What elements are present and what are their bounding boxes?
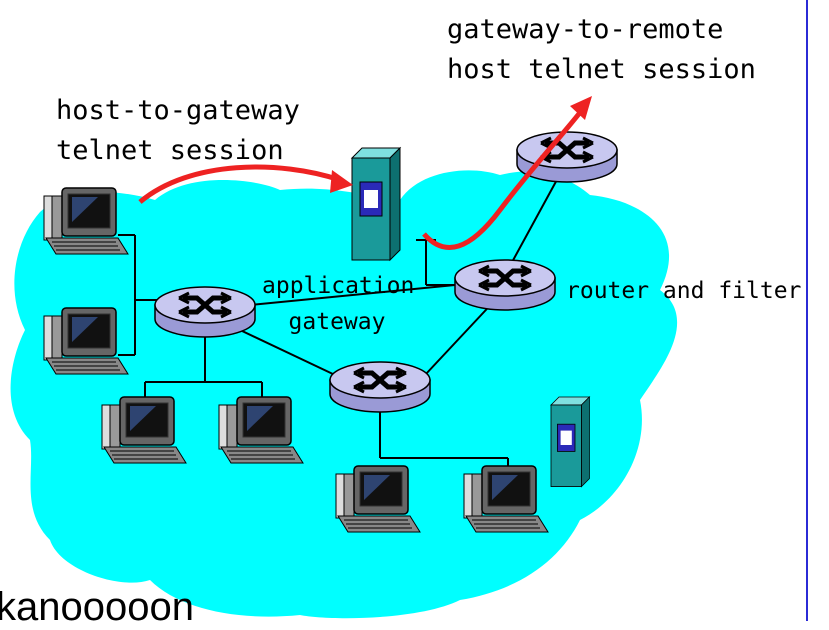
label-line: application <box>262 273 415 299</box>
arrowhead-icon <box>330 170 353 193</box>
workstation-icon <box>101 396 187 464</box>
label-line: gateway-to-remote <box>447 14 724 45</box>
application-gateway-label: application gateway <box>262 272 415 336</box>
host-to-gateway-session-arrow <box>138 164 341 204</box>
arrowhead-icon <box>570 96 592 120</box>
server-icon <box>550 396 590 488</box>
workstation-icon <box>43 187 129 255</box>
bottom-text: kanooooon <box>0 585 194 629</box>
label-line: host telnet session <box>447 54 756 85</box>
workstation-icon <box>43 307 129 375</box>
workstation-icon <box>335 465 421 533</box>
router-icon <box>330 362 430 412</box>
router-icon <box>455 260 555 310</box>
workstation-icon <box>218 396 304 464</box>
label-line: host-to-gateway <box>56 95 300 126</box>
label-line: gateway <box>288 309 386 335</box>
label-line: telnet session <box>56 135 284 166</box>
router-icon <box>517 132 617 182</box>
host-to-gateway-label: host-to-gateway telnet session <box>56 95 300 167</box>
gateway-to-remote-session-arrow <box>422 108 584 250</box>
router-icon <box>155 287 255 337</box>
side-border <box>806 0 808 621</box>
gateway-to-remote-label: gateway-to-remote host telnet session <box>447 14 756 86</box>
server-icon <box>351 147 401 261</box>
router-and-filter-label: router and filter <box>566 278 802 304</box>
workstation-icon <box>463 465 549 533</box>
